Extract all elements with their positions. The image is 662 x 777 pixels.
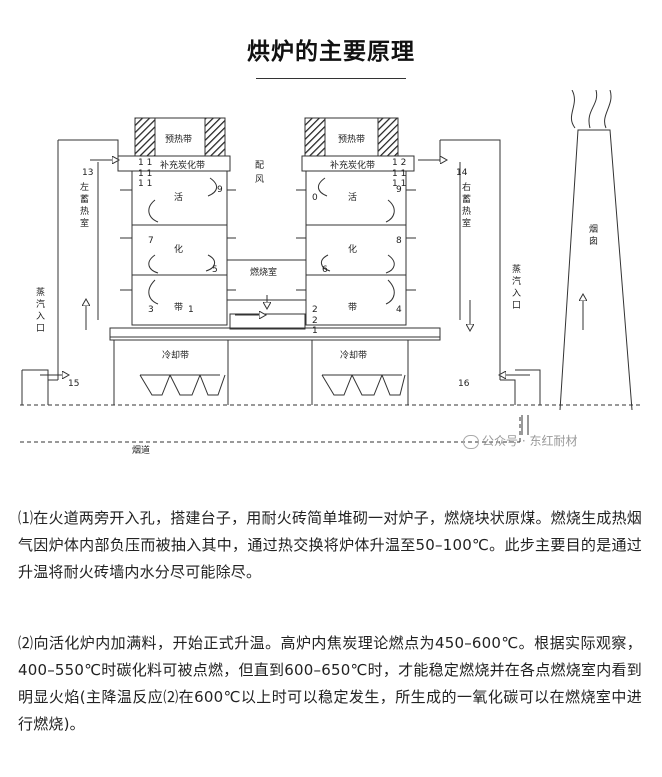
chimney (559, 129, 633, 411)
label-num-7: 7 (148, 236, 154, 246)
left-regenerator (57, 139, 119, 380)
label-left-regen-2: 蓄 (80, 193, 89, 205)
title-underline (256, 78, 406, 79)
label-supp-carb-left: 补充炭化带 (160, 159, 205, 171)
label-num-12a: 1 2 (392, 158, 406, 168)
watermark-text: 公众号 · 东红耐材 (482, 434, 578, 448)
label-num-13: 13 (82, 168, 93, 178)
label-num-5: 5 (212, 265, 218, 275)
kiln-diagram: 预热带 预热带 补充炭化带 补充炭化带 活 化 带 活 化 带 配 风 燃烧室 … (20, 90, 640, 456)
label-steam-left-2: 汽 (36, 298, 45, 310)
label-activation-left-2: 化 (174, 243, 183, 255)
flue-duct (20, 415, 521, 443)
label-num-12b: 1 1 (392, 169, 406, 179)
label-steam-right-4: 口 (512, 301, 521, 311)
label-right-regen-1: 右 (462, 181, 471, 193)
label-num-12c: 1 1 (392, 179, 406, 189)
label-cooling-right: 冷却带 (340, 349, 367, 361)
left-hopper (139, 374, 226, 396)
paragraph-2: ⑵向活化炉内加满料，开始正式升温。高炉内焦炭理论燃点为450–600℃。根据实际… (18, 634, 642, 733)
label-left-regen-3: 热 (80, 205, 89, 217)
label-cooling-left: 冷却带 (162, 349, 189, 361)
base-platform (109, 327, 441, 341)
label-combustion-chamber: 燃烧室 (250, 266, 277, 278)
label-left-regen-4: 室 (80, 217, 89, 229)
label-preheat-left: 预热带 (165, 133, 192, 145)
label-right-regen-4: 室 (462, 217, 471, 229)
right-activation-body (305, 170, 407, 326)
label-num-16: 16 (458, 379, 470, 389)
label-air-dist-1: 配 (255, 160, 264, 171)
label-num-9l: 9 (217, 185, 223, 195)
label-activation-left-3: 带 (174, 302, 183, 313)
label-steam-right-3: 入 (512, 288, 521, 299)
label-num-15: 15 (68, 379, 79, 389)
label-num-3: 3 (148, 305, 154, 315)
label-num-11c: 1 1 (138, 179, 152, 189)
label-steam-right-2: 汽 (512, 275, 521, 287)
watermark: 公众号 · 东红耐材 (463, 432, 577, 449)
wechat-icon (463, 434, 479, 449)
label-chimney-1: 烟 (589, 223, 598, 235)
label-activation-right-2: 化 (348, 243, 357, 255)
label-num-10: 0 (312, 193, 318, 203)
label-steam-left-4: 口 (36, 324, 45, 334)
label-num-8: 8 (396, 236, 402, 246)
label-num-6: 6 (322, 265, 328, 275)
label-right-regen-3: 热 (462, 205, 471, 217)
label-activation-right-1: 活 (348, 191, 357, 203)
label-left-regen-1: 左 (80, 181, 89, 193)
label-num-1b: 1 (312, 326, 318, 336)
label-steam-left-3: 入 (36, 311, 45, 322)
page-title: 烘炉的主要原理 (247, 39, 415, 65)
swirl-arrows (148, 177, 395, 305)
label-num-11b: 1 1 (138, 169, 152, 179)
label-activation-left-1: 活 (174, 191, 183, 203)
label-air-dist-2: 风 (255, 174, 264, 185)
label-num-11a: 1 1 (138, 158, 152, 168)
left-preheat-hatch-l (134, 117, 156, 157)
right-regenerator (439, 139, 501, 380)
label-steam-left-1: 蒸 (36, 286, 45, 298)
left-preheat-hatch-r (204, 117, 226, 157)
paragraph-1: ⑴在火道两旁开入孔，搭建台子，用耐火砖简单堆砌一对炉子，燃烧块状原煤。燃烧生成热… (18, 509, 642, 581)
label-activation-right-3: 带 (348, 302, 357, 313)
label-num-2: 2 (312, 305, 318, 315)
right-preheat-hatch-l (304, 117, 326, 157)
label-num-9r: 9 (396, 185, 402, 195)
label-flue: 烟道 (132, 444, 150, 456)
left-activation-body (131, 170, 228, 326)
label-preheat-right: 预热带 (338, 133, 365, 145)
label-num-1: 1 (188, 305, 194, 315)
label-right-regen-2: 蓄 (462, 193, 471, 205)
right-preheat-hatch-r (377, 117, 399, 157)
label-steam-right-1: 蒸 (512, 263, 521, 275)
flow-arrows (40, 160, 583, 435)
right-hopper (321, 374, 406, 396)
combustion-chamber (226, 259, 307, 301)
label-num-14: 14 (456, 168, 468, 178)
label-chimney-2: 囱 (589, 235, 598, 247)
label-num-2b: 2 (312, 316, 318, 326)
label-supp-carb-right: 补充炭化带 (330, 159, 375, 171)
label-num-4: 4 (396, 305, 402, 315)
